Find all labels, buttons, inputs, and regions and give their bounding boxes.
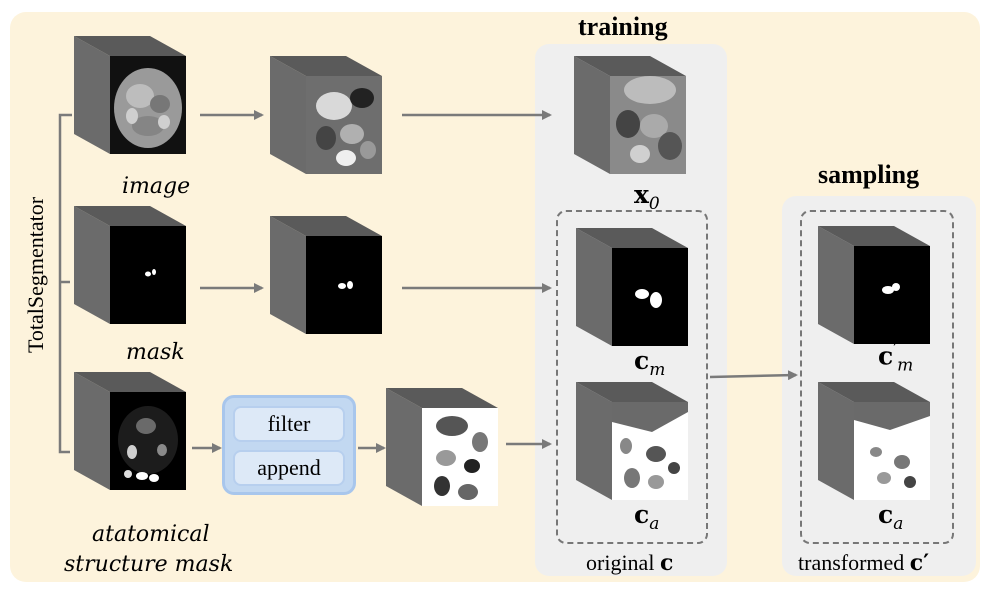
- cprime-m-cube: [818, 226, 930, 344]
- atlas-label-line2: structure mask: [64, 552, 234, 577]
- operations-box: filter append: [222, 395, 356, 495]
- cm-label: cm: [634, 346, 666, 380]
- ca-label: ca: [634, 500, 660, 534]
- sampling-title: sampling: [818, 160, 920, 189]
- cropped-image-cube: [270, 56, 382, 174]
- ca-cube: [576, 382, 688, 500]
- totalsegmentator-label: TotalSegmentator: [23, 196, 48, 354]
- image-label: image: [122, 174, 191, 199]
- cprime-m-label: c′m: [878, 340, 914, 376]
- ct-image-cube: [74, 36, 186, 154]
- mask-label: mask: [126, 340, 185, 365]
- training-title: training: [578, 12, 668, 41]
- filter-op: filter: [233, 406, 345, 442]
- cprime-a-cube: [818, 382, 930, 500]
- x0-label: x0: [634, 180, 660, 214]
- cropped-mask-cube: [270, 216, 382, 334]
- original-c-group: [556, 210, 708, 544]
- append-op: append: [233, 450, 345, 486]
- transformed-c-caption: transformed c′: [798, 550, 930, 576]
- anatomical-mask-cube: [74, 372, 186, 490]
- mask-cube: [74, 206, 186, 324]
- cprime-a-label: ca: [878, 500, 904, 534]
- original-c-caption: original c: [586, 550, 674, 576]
- processed-mask-cube: [386, 388, 498, 506]
- transformed-c-group: [800, 210, 954, 544]
- x0-cube: [574, 56, 686, 174]
- atlas-label-line1: atatomical: [92, 522, 210, 547]
- cm-cube: [576, 228, 688, 346]
